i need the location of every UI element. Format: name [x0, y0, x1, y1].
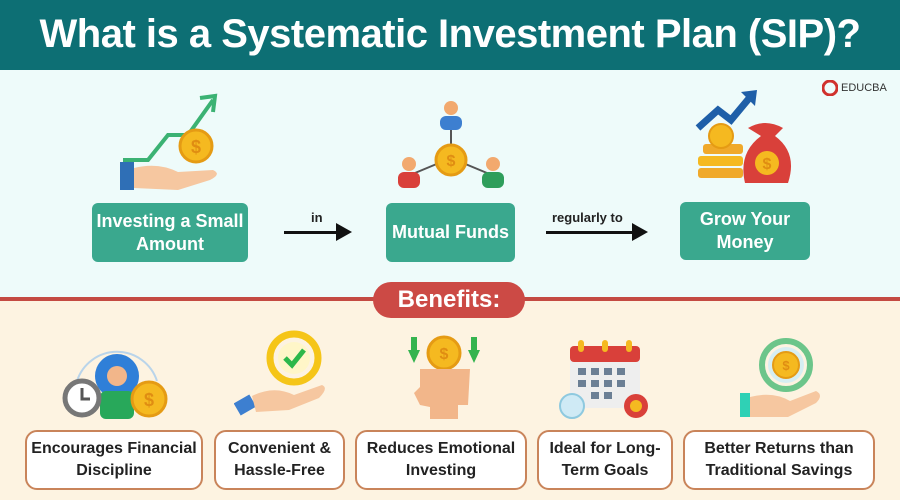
step-mutual-funds: Mutual Funds: [386, 203, 515, 262]
logo-text: EDUCBA: [841, 82, 887, 94]
svg-text:$: $: [447, 153, 456, 170]
page-title: What is a Systematic Investment Plan (SI…: [0, 0, 900, 70]
svg-text:$: $: [191, 137, 201, 157]
arrow-right-icon: [546, 223, 648, 241]
calendar-goals-icon: [559, 340, 648, 419]
better-returns-coin-icon: $: [740, 338, 820, 417]
step-grow-your-money: Grow Your Money: [680, 202, 810, 260]
connector-label-regularly-to: regularly to: [552, 210, 623, 225]
benefits-heading: Benefits:: [373, 282, 525, 318]
mutual-funds-icon: $: [398, 101, 504, 188]
benefit-card: Encourages Financial Discipline: [25, 430, 203, 490]
svg-text:$: $: [440, 346, 449, 363]
money-growth-icon: $: [695, 90, 792, 183]
svg-text:$: $: [763, 156, 772, 173]
emotional-investing-head-icon: $: [408, 335, 480, 419]
convenient-check-icon: [234, 330, 325, 416]
svg-text:$: $: [782, 358, 790, 373]
connector-label-in: in: [311, 210, 323, 225]
arrow-right-icon: [284, 223, 352, 241]
benefit-card: Ideal for Long-Term Goals: [537, 430, 673, 490]
svg-text:$: $: [144, 390, 154, 410]
educba-logo-icon: [822, 80, 838, 96]
discipline-gear-icon: $: [62, 350, 168, 419]
growth-hand-icon: $: [120, 93, 218, 190]
benefit-card: Convenient & Hassle-Free: [214, 430, 345, 490]
benefit-card: Better Returns than Traditional Savings: [683, 430, 875, 490]
benefit-card: Reduces Emotional Investing: [355, 430, 527, 490]
educba-logo: EDUCBA: [822, 80, 887, 96]
step-investing-small-amount: Investing a Small Amount: [92, 203, 248, 262]
